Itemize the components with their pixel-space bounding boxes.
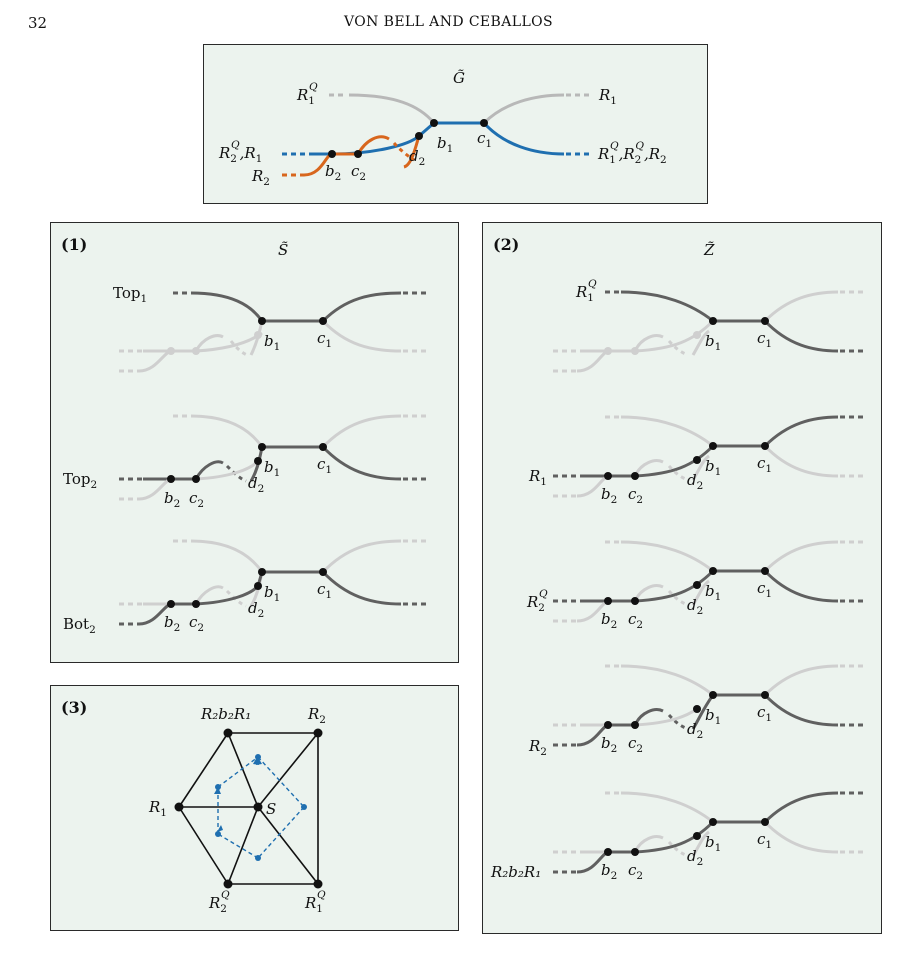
s-row-3: Bot2 b1 c1 b2 c2 d2	[63, 539, 428, 636]
svg-text:b2: b2	[164, 613, 180, 634]
page-number: 32	[28, 14, 48, 32]
svg-text:c2: c2	[628, 485, 643, 506]
z-label-r2q: R2Q	[526, 588, 548, 614]
label-bot2: Bot2	[63, 615, 96, 636]
s-row-2: Top2 b1 c1 b2 c2 d2	[63, 414, 428, 510]
panel-3-complex: (3)	[50, 685, 459, 931]
svg-text:c1: c1	[757, 579, 772, 600]
graph-complex: R₂b₂R₁ R2 R1 S R2Q R1Q	[148, 705, 326, 915]
svg-text:c2: c2	[189, 489, 204, 510]
vertex-b1	[430, 119, 438, 127]
svg-text:c2: c2	[189, 613, 204, 634]
panel-1-label: (1)	[61, 235, 88, 254]
label-top1: Top1	[113, 284, 147, 305]
z-row-2: R1 b1 c1 b2 c2 d2	[528, 415, 865, 506]
svg-text:b2: b2	[601, 485, 617, 506]
label-right-bottom: R1Q,R2Q,R2	[597, 140, 667, 166]
svg-text:b2: b2	[601, 734, 617, 755]
z-row-3: R2Q b1 c1 b2 c2 d2	[526, 540, 865, 631]
s-tilde-title: S̃	[278, 241, 288, 259]
vertex-c2	[354, 150, 362, 158]
vertex-b2	[328, 150, 336, 158]
vertex-label-r2q: R2Q	[208, 889, 230, 915]
s-row-1: Top1 b1 c1	[113, 284, 428, 373]
running-head: VON BELL AND CEBALLOS	[343, 14, 554, 30]
svg-text:c1: c1	[317, 329, 332, 350]
svg-text:c2: c2	[628, 734, 643, 755]
panel-s-tilde: (1) S̃ Top1 b1 c1	[50, 222, 459, 663]
z-label-r1: R1	[528, 467, 547, 488]
svg-text:b1: b1	[705, 457, 721, 478]
svg-text:d2: d2	[248, 599, 264, 620]
vertex-label-s: S	[266, 800, 276, 818]
label-r2-left: R2	[251, 167, 270, 188]
svg-text:b2: b2	[601, 610, 617, 631]
svg-text:d2: d2	[687, 847, 703, 868]
svg-text:c1: c1	[757, 830, 772, 851]
z-label-r2b2r1: R₂b₂R₁	[490, 863, 541, 881]
vertex-c1	[480, 119, 488, 127]
label-top2: Top2	[63, 470, 97, 491]
svg-text:c1: c1	[757, 454, 772, 475]
panel-2-label: (2)	[493, 235, 520, 254]
vertex-d2	[415, 132, 423, 140]
label-r1q: R1Q	[296, 81, 318, 107]
svg-text:b1: b1	[264, 458, 280, 479]
svg-text:b1: b1	[264, 583, 280, 604]
g-tilde-title: G̃	[453, 69, 465, 87]
svg-text:c2: c2	[628, 610, 643, 631]
svg-text:b1: b1	[705, 582, 721, 603]
svg-text:c1: c1	[757, 329, 772, 350]
svg-text:d2: d2	[687, 720, 703, 741]
svg-text:b1: b1	[705, 833, 721, 854]
svg-text:c2: c2	[628, 861, 643, 882]
svg-text:b1: b1	[264, 332, 280, 353]
vertex-label-r2: R2	[307, 705, 326, 726]
z-label-r1q: R1Q	[575, 278, 597, 304]
graph-z-tilde: Z̃ R1Q b1 c1	[490, 241, 865, 882]
panel-3-label: (3)	[61, 698, 88, 717]
label-b1: b1	[437, 134, 453, 155]
graph-g-tilde: G̃ R1Q R1 R2Q,R1 R2 R1Q,R2Q,R2 b1 c1 b2 …	[218, 69, 667, 188]
label-b2: b2	[325, 162, 341, 183]
z-label-r2: R2	[528, 737, 547, 758]
vertex-label-r1: R1	[148, 798, 167, 819]
z-row-4: R2 b1 c1 b2 c2 d2	[528, 664, 865, 758]
label-d2: d2	[409, 147, 425, 168]
vertex-label-r2b2r1: R₂b₂R₁	[200, 705, 251, 723]
panel-z-tilde: (2) Z̃ R1Q b1 c1	[482, 222, 882, 934]
svg-text:d2: d2	[248, 474, 264, 495]
vertex-label-r1q: R1Q	[304, 889, 326, 915]
svg-text:c1: c1	[317, 455, 332, 476]
label-r1-right: R1	[598, 86, 617, 107]
svg-text:c1: c1	[757, 703, 772, 724]
svg-text:d2: d2	[687, 596, 703, 617]
label-c1: c1	[477, 129, 492, 150]
z-row-5: R₂b₂R₁ b1 c1 b2 c2 d2	[490, 791, 865, 882]
label-r2q-r1: R2Q,R1	[218, 139, 262, 165]
svg-text:c1: c1	[317, 580, 332, 601]
svg-text:b2: b2	[601, 861, 617, 882]
svg-text:b1: b1	[705, 332, 721, 353]
panel-g-tilde: G̃ R1Q R1 R2Q,R1 R2 R1Q,R2Q,R2 b1 c1 b2 …	[203, 44, 708, 204]
z-tilde-title: Z̃	[703, 241, 715, 259]
page-header: 32 VON BELL AND CEBALLOS	[0, 14, 897, 36]
graph-s-tilde: S̃ Top1 b1 c1	[63, 241, 428, 636]
svg-text:b1: b1	[705, 706, 721, 727]
svg-text:d2: d2	[687, 471, 703, 492]
svg-text:b2: b2	[164, 489, 180, 510]
z-row-1: R1Q b1 c1	[553, 278, 865, 373]
label-c2: c2	[351, 162, 366, 183]
